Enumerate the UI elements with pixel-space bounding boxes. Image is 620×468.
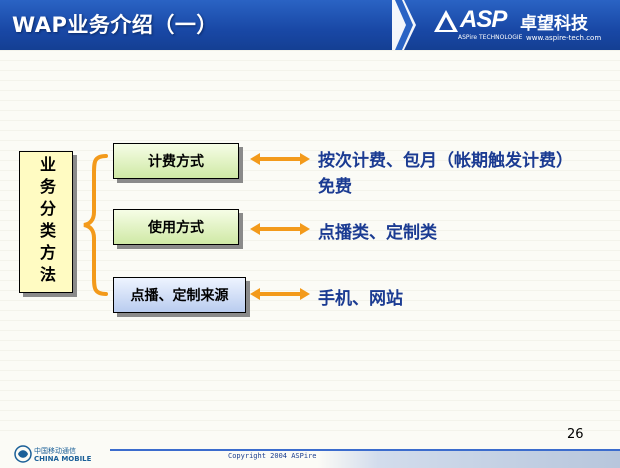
branch-source-box: 点播、定制来源 xyxy=(113,277,246,313)
slide-title: WAP业务介绍（一） xyxy=(12,13,218,37)
double-arrow-icon xyxy=(250,153,310,165)
source-desc: 手机、网站 xyxy=(318,289,403,309)
copyright-text: Copyright 2004 ASPire xyxy=(228,452,317,460)
china-mobile-logo: 中国移动通信 CHINA MOBILE xyxy=(14,444,114,466)
china-mobile-logo-icon xyxy=(14,445,32,463)
logo-tagline: ASPire TECHNOLOGIE xyxy=(458,34,523,41)
orange-brace xyxy=(83,154,108,296)
usage-desc: 点播类、定制类 xyxy=(318,223,437,243)
double-arrow-icon xyxy=(250,288,310,300)
root-method-box: 业务分类方法 xyxy=(19,151,73,293)
footer-divider xyxy=(110,449,620,451)
branch-billing-box: 计费方式 xyxy=(113,143,239,179)
carrier-name-en: CHINA MOBILE xyxy=(34,455,92,463)
title-bar: WAP业务介绍（一） ASP 卓望科技 ASPire TECHNOLOGIE w… xyxy=(0,0,620,50)
background-grid xyxy=(0,50,620,440)
carrier-name-cn: 中国移动通信 xyxy=(34,447,76,455)
branch-usage-box: 使用方式 xyxy=(113,209,239,245)
logo-url: www.aspire-tech.com xyxy=(526,34,602,42)
billing-desc-line2: 免费 xyxy=(318,177,352,197)
billing-desc-line1: 按次计费、包月（帐期触发计费） xyxy=(318,151,573,171)
logo-brand: ASP xyxy=(460,6,507,33)
page-number: 26 xyxy=(567,427,584,442)
double-arrow-icon xyxy=(250,223,310,235)
header-divider-notch xyxy=(392,0,416,50)
logo-name: 卓望科技 xyxy=(520,14,588,34)
aspire-logo: ASP 卓望科技 ASPire TECHNOLOGIE www.aspire-t… xyxy=(430,6,616,44)
footer-decoration xyxy=(318,450,620,468)
aspire-logo-icon xyxy=(434,10,458,32)
